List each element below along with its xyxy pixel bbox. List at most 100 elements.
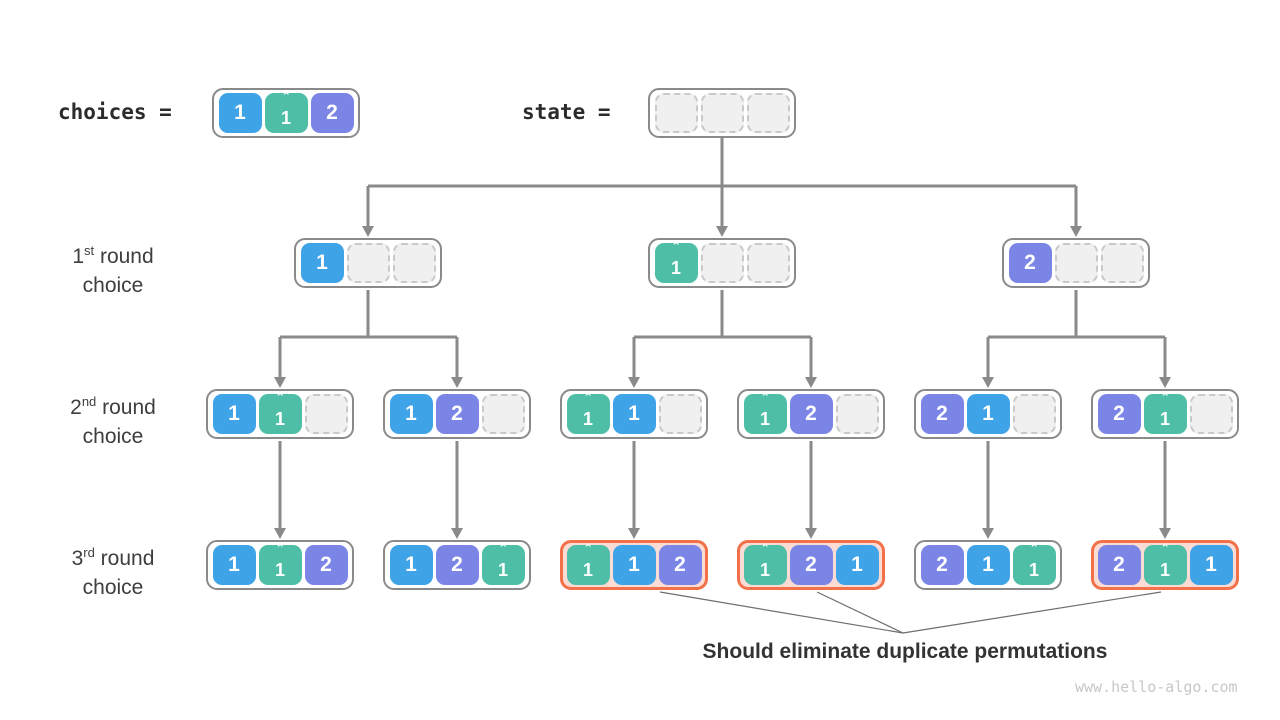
empty-slot xyxy=(658,394,702,434)
hat-mark: ˆ xyxy=(283,90,289,107)
level2-branches xyxy=(274,441,1171,539)
element-cell-2: 2 xyxy=(1097,545,1141,585)
cell-value: 1 xyxy=(582,559,593,580)
row-label-2nd: 2nd round choice xyxy=(28,387,198,451)
row-label-1st: 1st round choice xyxy=(28,236,198,300)
hat-mark: ˆ xyxy=(585,391,591,408)
hat-mark: ˆ xyxy=(762,542,768,559)
row1-rest: round xyxy=(94,245,154,268)
empty-slot xyxy=(700,93,744,133)
empty-slot xyxy=(1054,243,1098,283)
hat-mark: ˆ xyxy=(585,542,591,559)
empty-slot xyxy=(304,394,348,434)
cell-value: 1 xyxy=(670,257,681,278)
empty-slot xyxy=(1189,394,1233,434)
row1-ordinal: 1 xyxy=(72,245,84,268)
element-cell-1: 1 xyxy=(966,545,1010,585)
element-cell-2: 2 xyxy=(1097,394,1141,434)
row-label-3rd: 3rd round choice xyxy=(28,538,198,602)
element-cell-2: 2 xyxy=(658,545,702,585)
cell-value: 1 xyxy=(274,559,285,580)
element-cell-1: 1 xyxy=(966,394,1010,434)
row1-line2: choice xyxy=(82,274,144,297)
element-cell-1: 1 xyxy=(212,545,256,585)
row3-ordinal: 3 xyxy=(71,547,84,570)
empty-slot xyxy=(835,394,879,434)
empty-slot xyxy=(481,394,525,434)
element-cell-2: 2 xyxy=(789,545,833,585)
row2-line2: choice xyxy=(82,425,144,448)
element-cell-1: 1 xyxy=(1189,545,1233,585)
element-cell-1: 1 xyxy=(212,394,256,434)
hat-mark: ˆ xyxy=(673,240,679,257)
cell-value: 1 xyxy=(759,408,770,429)
element-cell-2: 2 xyxy=(920,394,964,434)
watermark: www.hello-algo.com xyxy=(1075,678,1238,696)
empty-slot xyxy=(392,243,436,283)
element-cell-2: 2 xyxy=(435,545,479,585)
hat-mark: ˆ xyxy=(500,542,506,559)
element-cell-2: 2 xyxy=(435,394,479,434)
empty-slot xyxy=(746,93,790,133)
cell-value: 1 xyxy=(759,559,770,580)
row1-ordinal-suffix: st xyxy=(84,243,95,258)
choices-label: choices = xyxy=(58,100,172,124)
element-cell-1: 1 xyxy=(612,545,656,585)
row2-rest: round xyxy=(96,396,156,419)
cell-value: 1 xyxy=(582,408,593,429)
row2-ordinal-suffix: nd xyxy=(81,394,97,409)
empty-slot xyxy=(346,243,390,283)
empty-slot xyxy=(746,243,790,283)
cell-value: 1 xyxy=(274,408,285,429)
cell-value: 1 xyxy=(280,107,291,128)
element-cell-1: 1 xyxy=(389,394,433,434)
state-array xyxy=(648,88,796,138)
hat-mark: ˆ xyxy=(277,542,283,559)
level1-branches xyxy=(274,290,1171,388)
cell-value: 1 xyxy=(497,559,508,580)
row3-ordinal-suffix: rd xyxy=(83,545,95,560)
empty-slot xyxy=(700,243,744,283)
empty-slot xyxy=(654,93,698,133)
round1-node-2: 2 xyxy=(1002,238,1150,288)
element-cell-1: 1 xyxy=(612,394,656,434)
empty-slot xyxy=(1012,394,1056,434)
hat-mark: ˆ xyxy=(1162,542,1168,559)
element-cell-2: 2 xyxy=(920,545,964,585)
duplicate-callout-lines xyxy=(659,591,1162,634)
duplicate-annotation: Should eliminate duplicate permutations xyxy=(702,640,1108,663)
level0-branches xyxy=(362,138,1082,237)
hat-mark: ˆ xyxy=(762,391,768,408)
cell-value: 1 xyxy=(1028,559,1039,580)
state-label: state = xyxy=(522,100,611,124)
row3-line2: choice xyxy=(82,576,144,599)
element-cell-2: 2 xyxy=(1008,243,1052,283)
element-cell-2: 2 xyxy=(789,394,833,434)
hat-mark: ˆ xyxy=(277,391,283,408)
element-cell-1: 1 xyxy=(218,93,262,133)
element-cell-2: 2 xyxy=(310,93,354,133)
cell-value: 1 xyxy=(1159,408,1170,429)
